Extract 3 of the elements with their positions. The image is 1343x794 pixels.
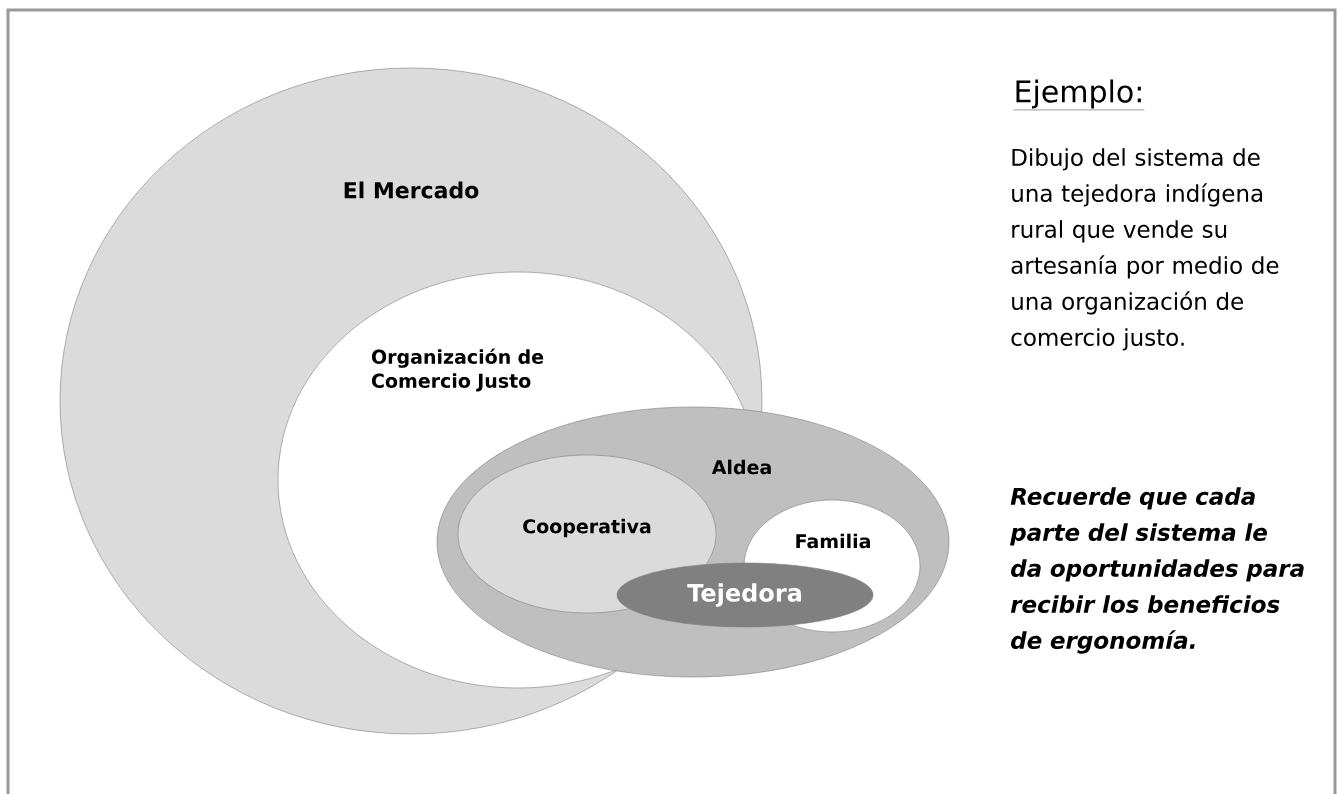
- heading: Ejemplo:: [1013, 79, 1145, 111]
- note: Recuerde que cada parte del sistema le da oportunidades para recibir los beneficios de ergonomía.: [1010, 487, 1304, 654]
- paragraph: Dibujo del sistema de una tejedora indígena rural que vende su artesanía por medio de una organización de comercio justo.: [1011, 148, 1279, 351]
